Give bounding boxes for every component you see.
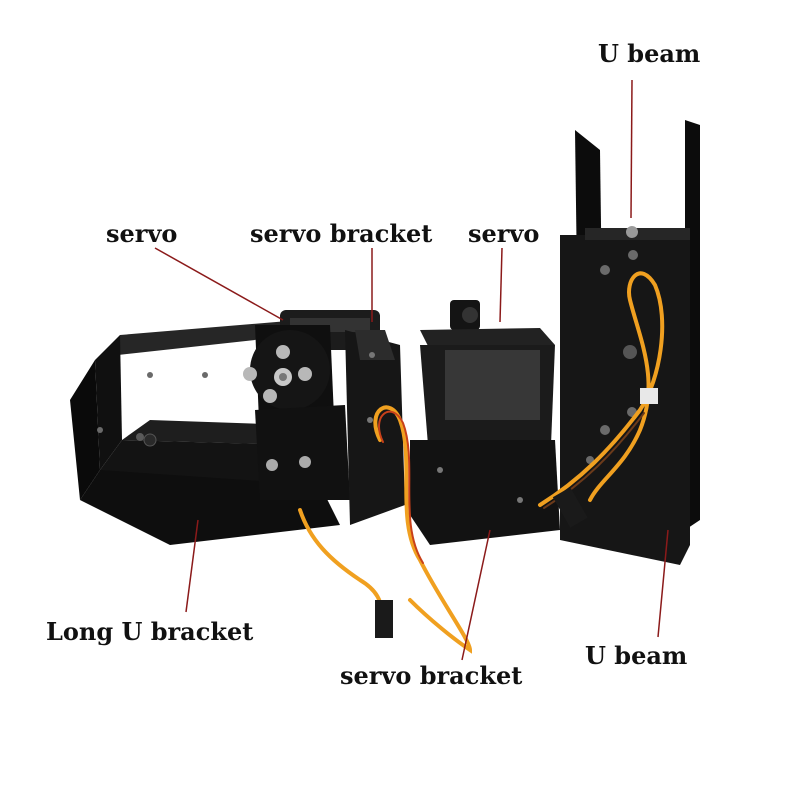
label-servo-bracket-bottom: servo bracket: [340, 661, 523, 690]
leader-long-u-bracket: [185, 519, 199, 613]
servo-wires: [298, 271, 665, 654]
label-u-beam-top: U beam: [598, 39, 701, 68]
u-beam-right: [560, 120, 700, 565]
servo-horn-screws-icon: [243, 345, 312, 471]
label-servo-left: servo: [106, 219, 178, 248]
label-u-beam-bottom: U beam: [585, 641, 688, 670]
leader-u-beam-top: [630, 79, 633, 219]
leader-u-beam-bottom: [657, 529, 669, 638]
label-servo-right: servo: [468, 219, 540, 248]
servo-bracket-bottom: [410, 440, 560, 545]
leader-servo-right: [499, 247, 503, 323]
leader-servo-bracket-bottom: [461, 529, 491, 661]
leader-servo-left: [154, 247, 284, 321]
label-long-u-bracket: Long U bracket: [46, 617, 254, 646]
label-servo-bracket-top: servo bracket: [250, 219, 433, 248]
servo-left: [243, 310, 380, 500]
leader-lines: [154, 79, 669, 661]
